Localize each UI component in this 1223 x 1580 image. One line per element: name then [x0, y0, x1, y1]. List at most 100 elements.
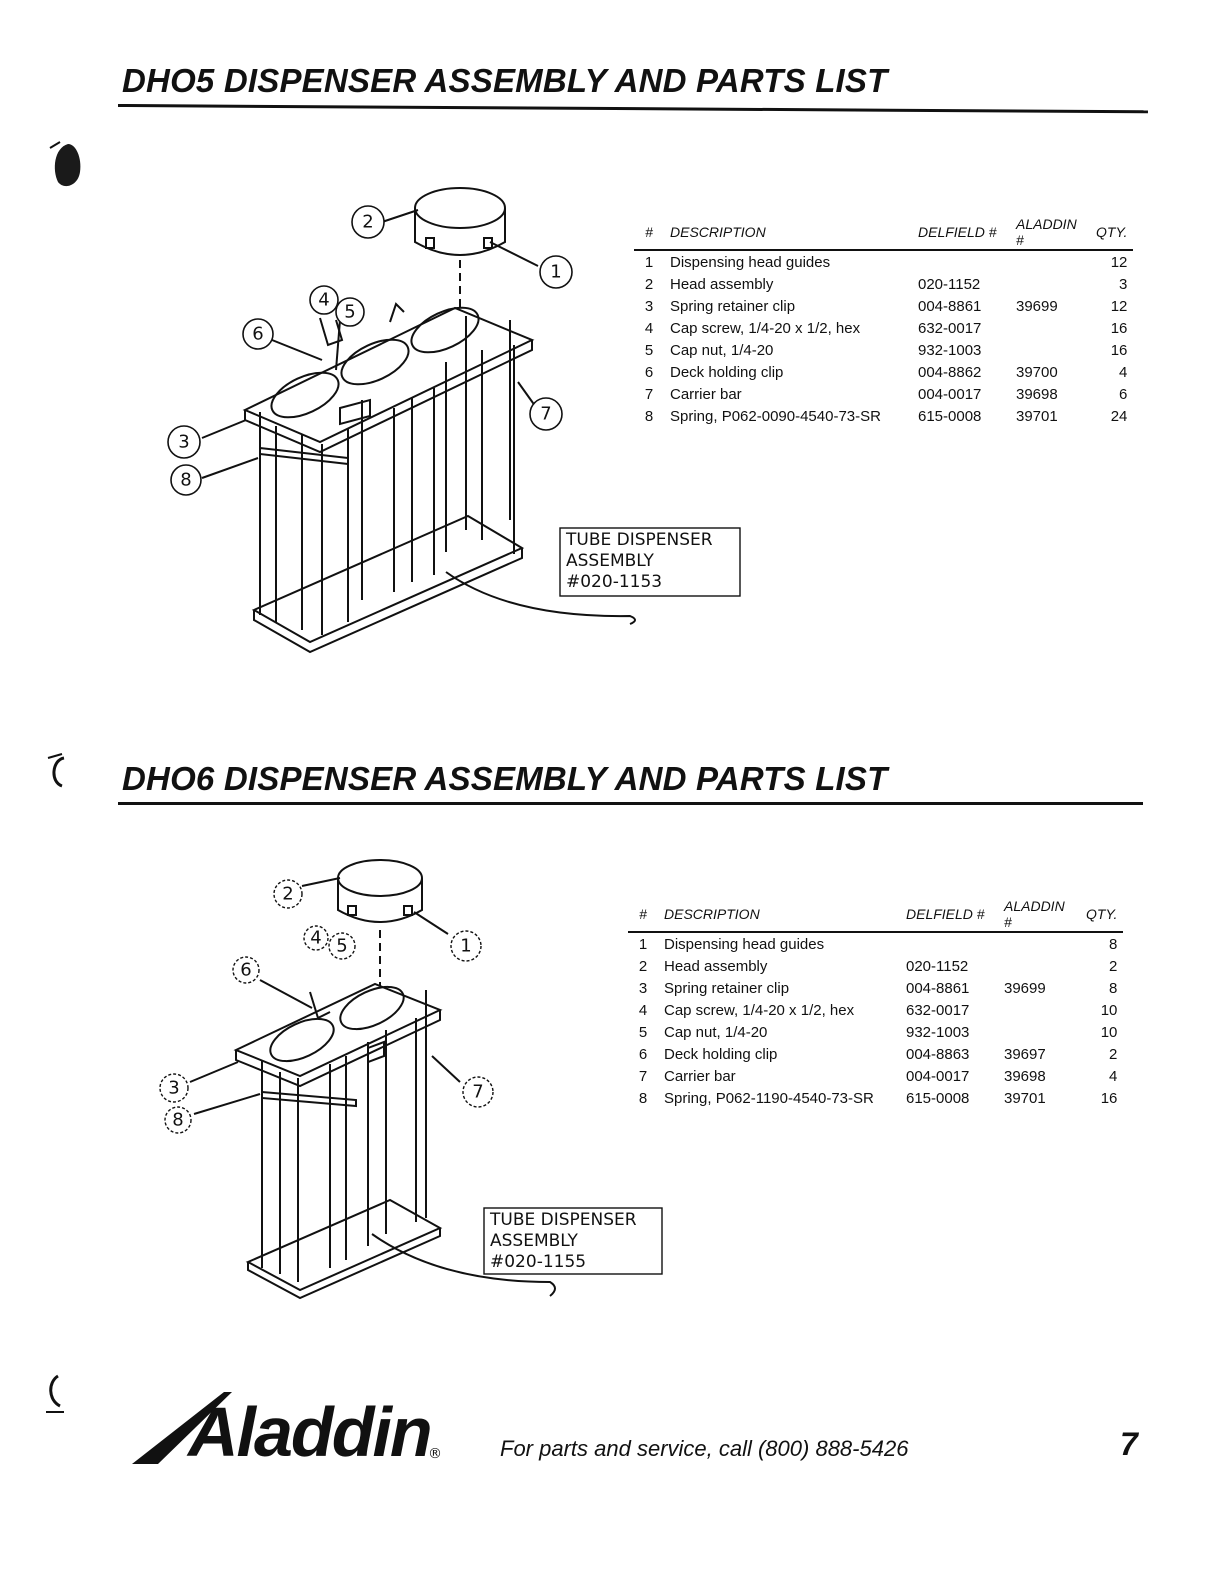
row-qty: 16 — [1110, 319, 1128, 337]
section-title-dho6: DHO6 DISPENSER ASSEMBLY AND PARTS LIST — [122, 760, 888, 797]
col-header-number: # — [628, 898, 658, 933]
balloon-3: 3 — [168, 1078, 179, 1099]
dho5-parts-table: # DESCRIPTION DELFIELD # ALADDIN # QTY. … — [634, 216, 1134, 427]
row-number: 6 — [644, 363, 654, 381]
row-number: 7 — [638, 1067, 648, 1085]
row-description: Head assembly — [664, 957, 768, 975]
row-qty: 4 — [1109, 1067, 1118, 1085]
row-number: 1 — [638, 935, 648, 953]
row-qty: 8 — [1109, 935, 1118, 953]
aladdin-logo: Aladdin ® — [132, 1392, 442, 1471]
row-number: 4 — [644, 319, 654, 337]
row-aladdin: 39699 — [1016, 297, 1058, 315]
callout-part-number: #020-1155 — [490, 1252, 586, 1272]
balloon-8: 8 — [180, 470, 191, 491]
row-qty: 3 — [1119, 275, 1128, 293]
row-description: Carrier bar — [670, 385, 742, 403]
row-description: Cap screw, 1/4-20 x 1/2, hex — [664, 1001, 855, 1019]
row-aladdin: 39699 — [1004, 979, 1046, 997]
row-aladdin: 39701 — [1004, 1089, 1046, 1107]
row-qty: 12 — [1110, 297, 1128, 315]
balloon-1: 1 — [550, 262, 561, 283]
row-qty: 12 — [1110, 253, 1128, 271]
row-aladdin — [998, 932, 1080, 955]
callout-part-number: #020-1153 — [566, 572, 662, 592]
col-header-number: # — [634, 216, 664, 251]
row-number: 1 — [644, 253, 654, 271]
callout-label: TUBE DISPENSER — [565, 530, 713, 550]
row-delfield: 632-0017 — [906, 1001, 970, 1019]
balloon-8: 8 — [172, 1110, 183, 1131]
col-header-qty: QTY. — [1080, 898, 1124, 933]
row-delfield: 004-8862 — [918, 363, 982, 381]
row-aladdin — [998, 1021, 1080, 1043]
row-delfield: 932-1003 — [906, 1023, 970, 1041]
row-delfield: 632-0017 — [918, 319, 982, 337]
balloon-4: 4 — [318, 290, 329, 311]
row-number: 5 — [638, 1023, 648, 1041]
row-delfield: 004-8861 — [918, 297, 982, 315]
row-number: 6 — [638, 1045, 648, 1063]
row-qty: 16 — [1100, 1089, 1118, 1107]
title-rule — [118, 802, 1143, 805]
col-header-qty: QTY. — [1090, 216, 1134, 251]
row-qty: 10 — [1100, 1023, 1118, 1041]
row-number: 8 — [644, 407, 654, 425]
service-phone-text: For parts and service, call (800) 888-54… — [500, 1436, 909, 1461]
row-delfield: 004-8861 — [906, 979, 970, 997]
balloon-3: 3 — [178, 432, 189, 453]
row-number: 4 — [638, 1001, 648, 1019]
col-header-description: DESCRIPTION — [658, 898, 900, 933]
table-row: 4 Cap screw, 1/4-20 x 1/2, hex 632-0017 16 — [634, 317, 1133, 339]
row-description: Deck holding clip — [670, 363, 784, 381]
row-aladdin: 39700 — [1016, 363, 1058, 381]
col-header-aladdin: ALADDIN # — [998, 898, 1080, 933]
row-number: 5 — [644, 341, 654, 359]
row-description: Dispensing head guides — [670, 253, 831, 271]
row-description: Carrier bar — [664, 1067, 736, 1085]
dho6-assembly-diagram: 2 1 4 5 6 7 3 8 TUBE DISPENSER ASSEMBLY … — [159, 859, 663, 1300]
balloon-7: 7 — [540, 404, 551, 425]
callout-label: ASSEMBLY — [566, 551, 654, 571]
row-aladdin — [1010, 339, 1090, 361]
row-aladdin — [998, 999, 1080, 1021]
row-description: Dispensing head guides — [664, 935, 825, 953]
table-header-row: # DESCRIPTION DELFIELD # ALADDIN # QTY. — [628, 898, 1124, 933]
row-delfield: 020-1152 — [906, 957, 969, 975]
row-description: Spring, P062-0090-4540-73-SR — [670, 407, 881, 425]
row-delfield: 004-8863 — [906, 1045, 970, 1063]
row-qty: 4 — [1119, 363, 1128, 381]
row-delfield: 004-0017 — [918, 385, 982, 403]
row-aladdin — [998, 955, 1080, 977]
aladdin-logo-text: Aladdin — [186, 1393, 431, 1471]
row-description: Cap screw, 1/4-20 x 1/2, hex — [670, 319, 861, 337]
title-rule — [117, 104, 1148, 114]
punch-hole-mark — [46, 1374, 64, 1413]
balloon-7: 7 — [472, 1082, 483, 1103]
table-row: 1 Dispensing head guides 12 — [634, 250, 1133, 273]
balloon-1: 1 — [460, 936, 471, 957]
punch-hole-mark — [49, 141, 81, 187]
punch-hole-mark — [47, 753, 65, 788]
row-delfield: 615-0008 — [906, 1089, 970, 1107]
balloon-2: 2 — [282, 884, 293, 905]
balloon-4: 4 — [310, 928, 321, 949]
dho5-assembly-diagram: 2 1 4 5 6 7 3 8 TUBE DISPENSER ASSEMBLY … — [167, 187, 741, 654]
balloon-5: 5 — [344, 302, 355, 323]
dho6-parts-table: # DESCRIPTION DELFIELD # ALADDIN # QTY. … — [628, 898, 1124, 1109]
col-header-delfield: DELFIELD # — [912, 216, 1010, 251]
row-description: Spring, P062-1190-4540-73-SR — [664, 1089, 874, 1107]
row-description: Spring retainer clip — [664, 979, 790, 997]
registered-mark: ® — [428, 1446, 442, 1462]
row-delfield: 004-0017 — [906, 1067, 970, 1085]
